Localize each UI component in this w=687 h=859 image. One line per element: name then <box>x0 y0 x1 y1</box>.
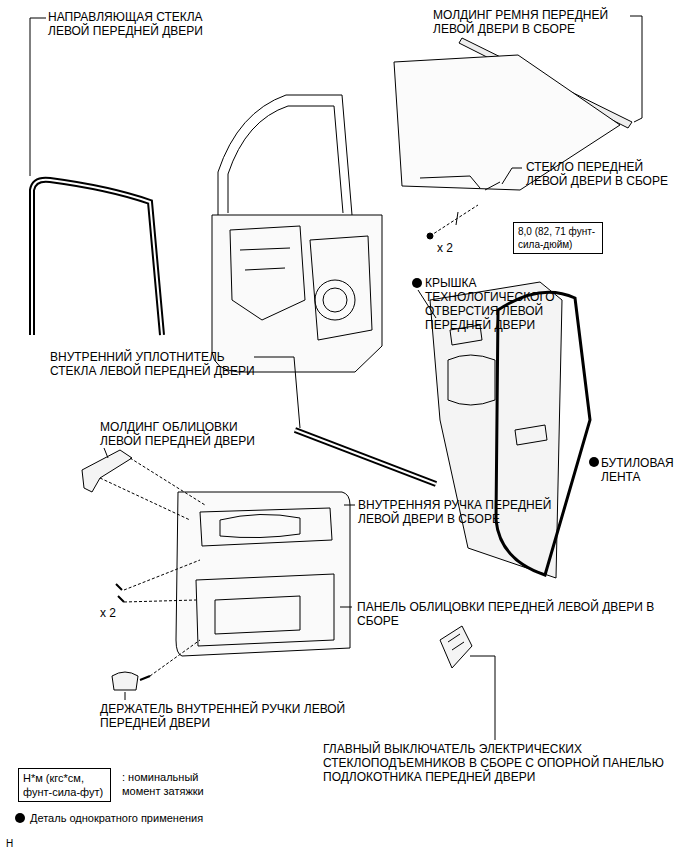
part-label: ПАНЕЛЬ ОБЛИЦОВКИ ПЕРЕДНЕЙ ЛЕВОЙ ДВЕРИ В … <box>357 600 657 628</box>
part-label: БУТИЛОВАЯ ЛЕНТА <box>601 456 681 484</box>
part-label: НАПРАВЛЯЮЩАЯ СТЕКЛА ЛЕВОЙ ПЕРЕДНЕЙ ДВЕРИ <box>48 10 238 38</box>
part-label: H <box>6 838 26 850</box>
legend-text: : номинальный момент затяжки <box>122 770 222 798</box>
part-label: x 2 <box>100 606 140 620</box>
torque-legend-box: Н*м (кгс*см, фунт-сила-фут) <box>18 768 111 802</box>
part-label: КРЫШКА ТЕХНОЛОГИЧЕСКОГО ОТВЕРСТИЯ ЛЕВОЙ … <box>425 276 600 332</box>
part-label: ВНУТРЕННЯЯ РУЧКА ПЕРЕДНЕЙ ЛЕВОЙ ДВЕРИ В … <box>358 498 558 526</box>
part-label: ДЕРЖАТЕЛЬ ВНУТРЕННЕЙ РУЧКИ ЛЕВОЙ ПЕРЕДНЕ… <box>100 702 390 730</box>
spec-text: 8,0 (82, 71 фунт-сила-дюйм) <box>518 225 598 251</box>
part-label: x 2 <box>437 241 477 255</box>
spec-text: Н*м (кгс*см, фунт-сила-фут) <box>23 771 106 799</box>
legend-text: Деталь однократного применения <box>30 811 290 825</box>
part-label: МОЛДИНГ РЕМНЯ ПЕРЕДНЕЙ ЛЕВОЙ ДВЕРИ В СБО… <box>433 8 633 36</box>
part-label: ВНУТРЕННИЙ УПЛОТНИТЕЛЬ СТЕКЛА ЛЕВОЙ ПЕРЕ… <box>50 350 255 378</box>
part-label: СТЕКЛО ПЕРЕДНЕЙ ЛЕВОЙ ДВЕРИ В СБОРЕ <box>526 160 676 188</box>
torque-box: 8,0 (82, 71 фунт-сила-дюйм) <box>513 222 603 254</box>
part-label: ГЛАВНЫЙ ВЫКЛЮЧАТЕЛЬ ЭЛЕКТРИЧЕСКИХ СТЕКЛО… <box>323 742 683 784</box>
part-label: МОЛДИНГ ОБЛИЦОВКИ ЛЕВОЙ ПЕРЕДНЕЙ ДВЕРИ <box>100 420 275 448</box>
